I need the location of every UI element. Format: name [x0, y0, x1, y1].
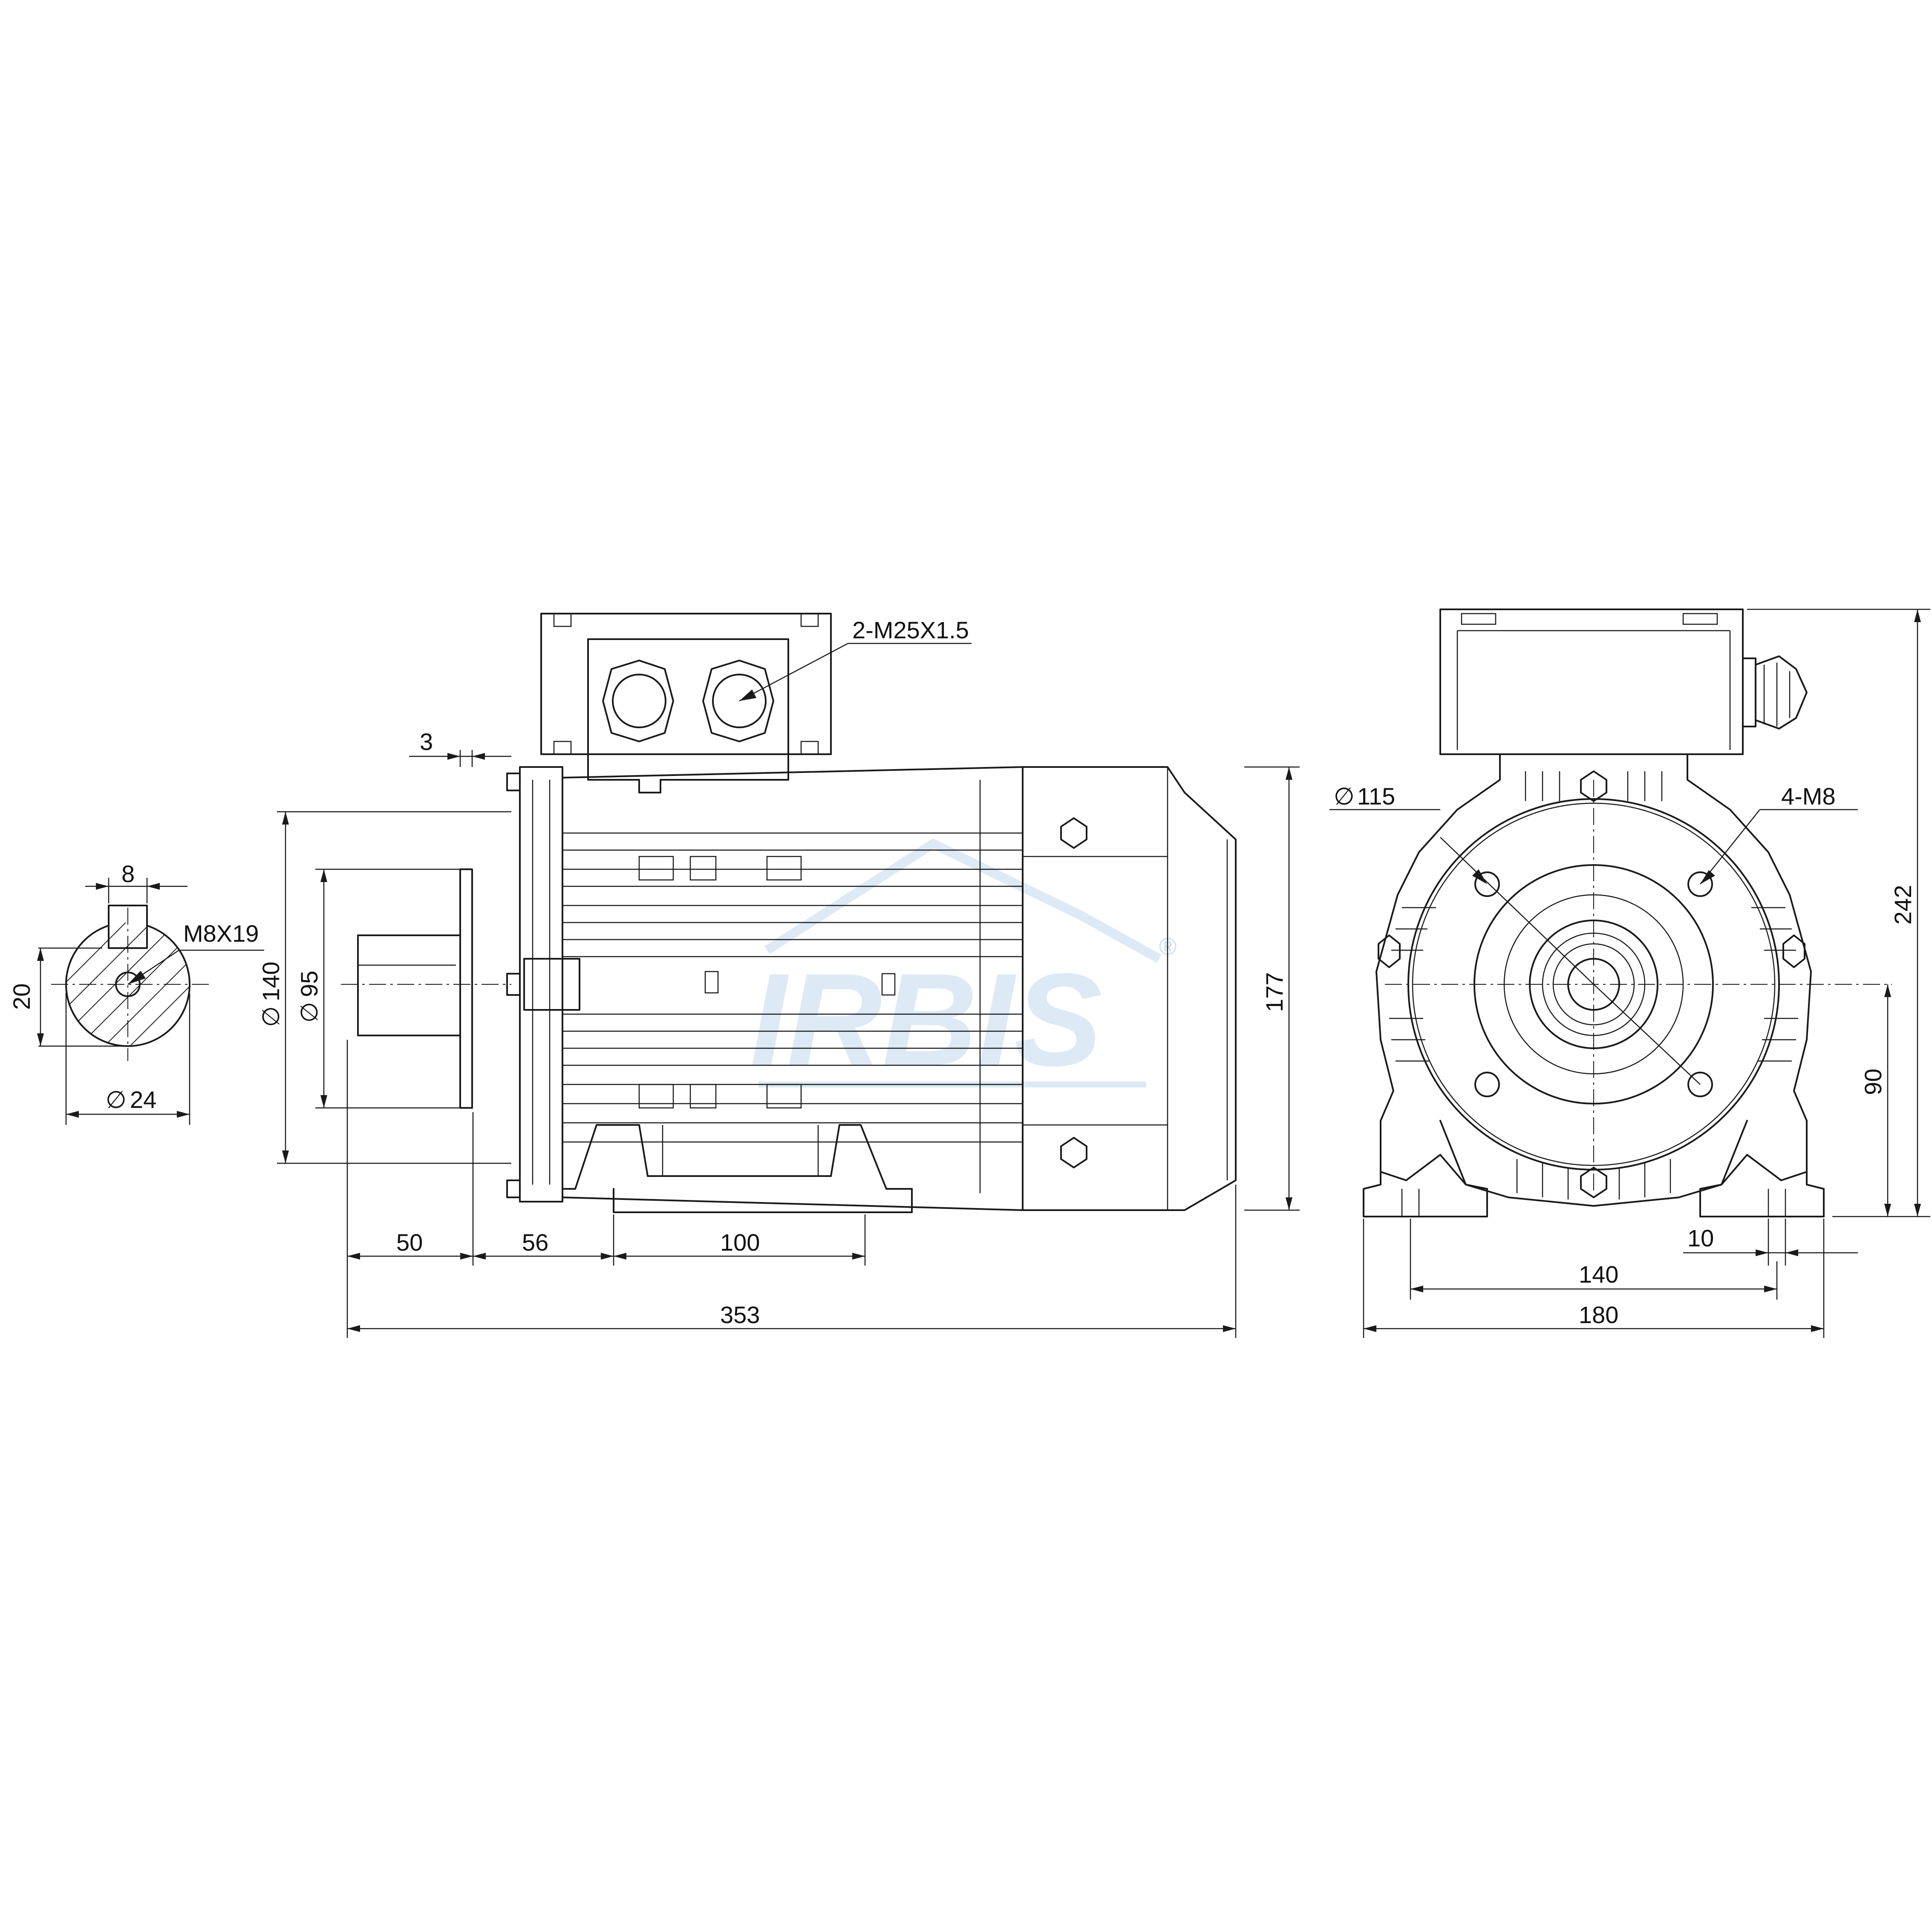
key-width-label: 8 [121, 860, 135, 887]
spigot-dia-symbol: ∅ [296, 1002, 323, 1023]
total-height-label: 242 [1889, 885, 1916, 925]
pcd-label: 115 [1357, 783, 1395, 810]
irbis-watermark: IRBIS ® [750, 838, 1177, 1093]
spigot-dia-label: 95 [296, 971, 323, 997]
end-view-fins [1389, 771, 1798, 1200]
shaft-length-label: 50 [396, 1229, 423, 1256]
watermark-brand: IRBIS [750, 946, 1103, 1093]
flange-dia-label: 140 [257, 962, 284, 1001]
foot-hole-label: 10 [1687, 1225, 1714, 1251]
total-length-label: 353 [720, 1301, 760, 1328]
key-height-label: 20 [8, 983, 35, 1010]
foot-spacing-label: 100 [720, 1229, 760, 1256]
total-width-label: 180 [1579, 1301, 1618, 1328]
flange-dia-symbol: ∅ [257, 1006, 284, 1027]
shaft-center-height-label: 90 [1860, 1069, 1886, 1095]
foot-offset-label: 56 [522, 1229, 548, 1256]
flange-thickness-label: 3 [420, 728, 433, 755]
shaft-key-section: 8 M8X19 20 ∅ 24 [8, 860, 264, 1125]
cable-gland-1 [602, 660, 674, 742]
motor-end-view: ∅ 115 4-M8 242 90 10 140 [1329, 608, 1930, 1338]
motor-side-view: 2-M25X1.5 3 ∅ 140 ∅ 95 177 [257, 613, 1300, 1338]
shaft-height-label: 177 [1261, 972, 1288, 1012]
cable-gland-2 [702, 660, 774, 742]
cable-gland-label: 2-M25X1.5 [852, 617, 969, 643]
shaft-dia-label: 24 [130, 1086, 156, 1113]
pcd-dia-symbol: ∅ [1334, 783, 1355, 810]
shaft-dia-symbol: ∅ [106, 1086, 127, 1113]
holes-label: 4-M8 [1781, 783, 1836, 810]
thread-label: M8X19 [183, 920, 259, 947]
foot-span-label: 140 [1579, 1261, 1618, 1288]
